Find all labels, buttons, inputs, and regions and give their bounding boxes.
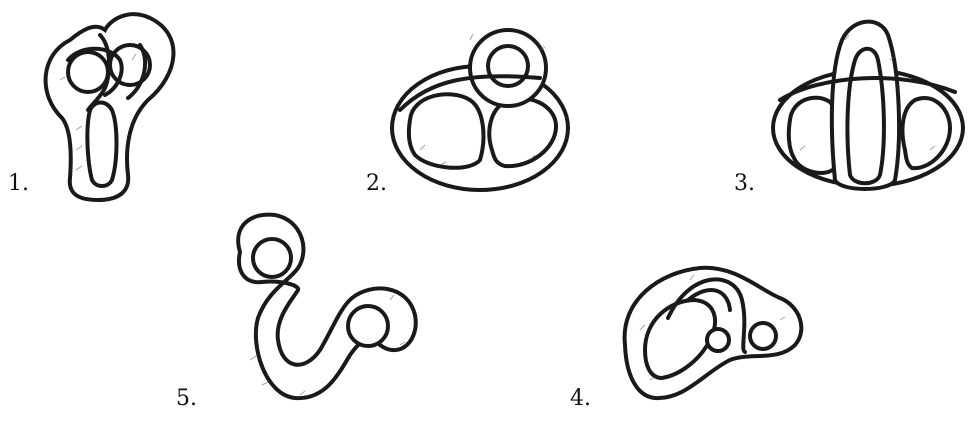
figure-2-surface (392, 30, 568, 190)
figure-1-surface (46, 14, 174, 200)
figure-2-label: 2. (366, 171, 387, 196)
figure-3-surface (773, 22, 963, 189)
figure-5-label: 5. (176, 386, 197, 411)
figure-3-label: 3. (734, 171, 755, 196)
figure-4-surface (625, 268, 802, 398)
figure-5-surface (238, 215, 416, 399)
figure-4-label: 4. (570, 386, 591, 411)
figure-1-label: 1. (8, 171, 29, 196)
